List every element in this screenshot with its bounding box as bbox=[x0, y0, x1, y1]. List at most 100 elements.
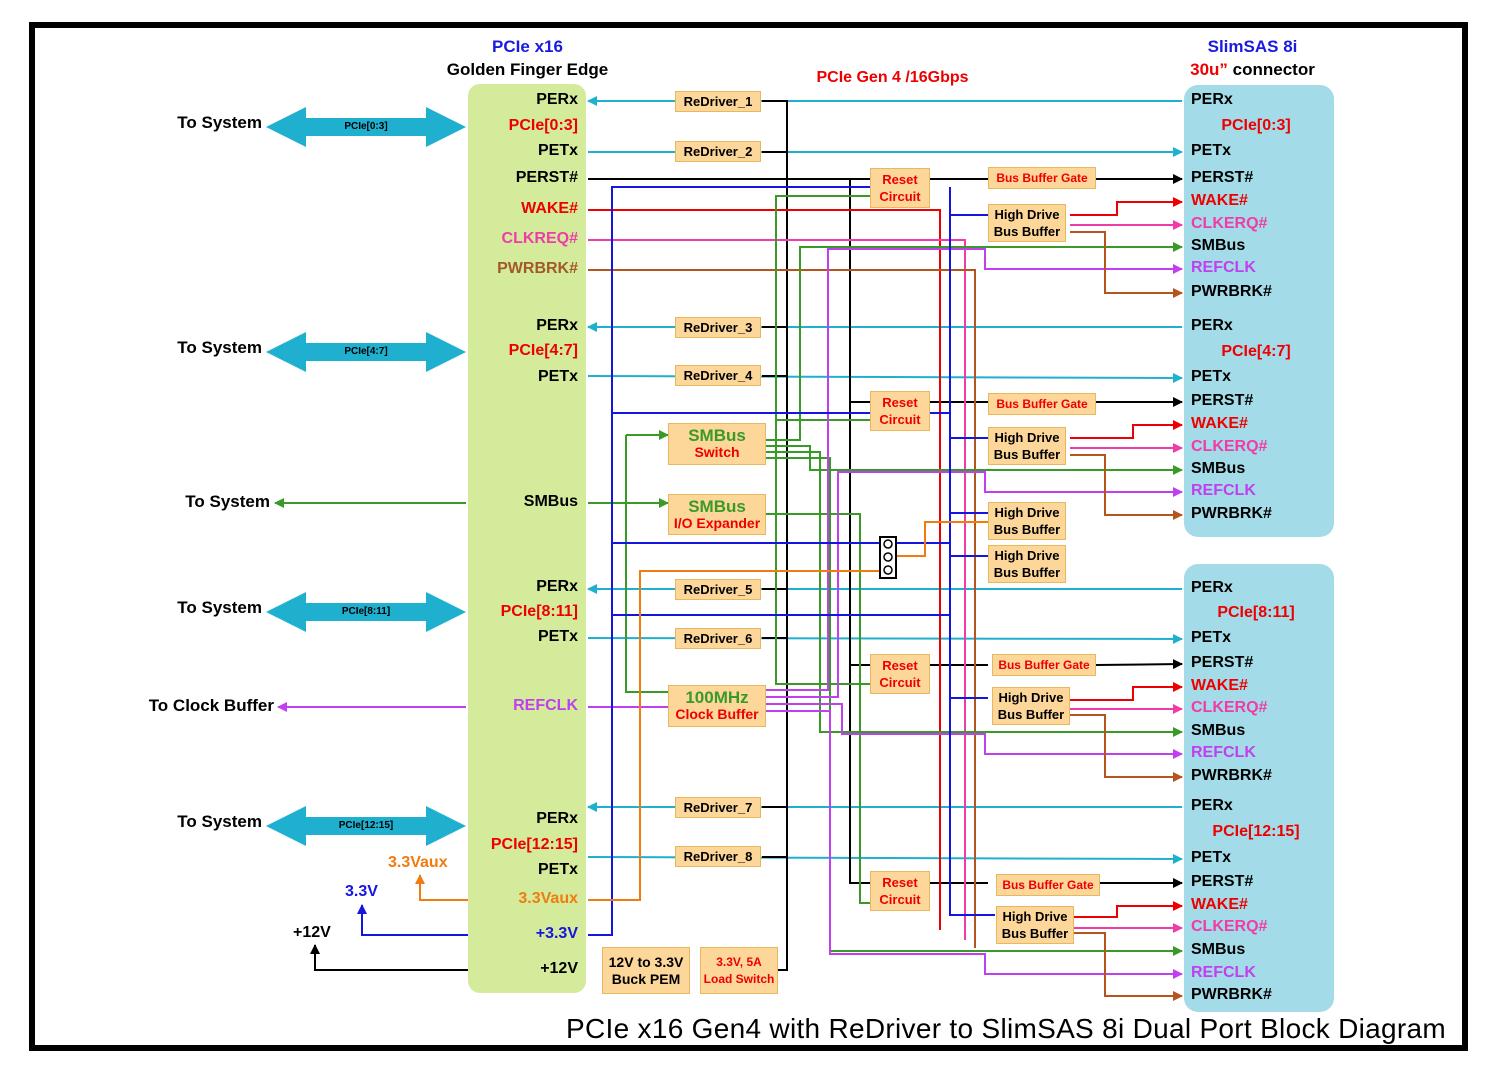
slimsas-port1-block bbox=[1184, 85, 1334, 537]
redriver-5-line1: ReDriver_5 bbox=[683, 582, 753, 597]
clock-buffer-100mhz-line2: Clock Buffer bbox=[675, 706, 759, 722]
port1-pin-wake-: WAKE# bbox=[1191, 192, 1248, 210]
reset-circuit-2-line1: Reset bbox=[882, 395, 918, 410]
port1-pin-refclk: REFCLK bbox=[1191, 482, 1256, 500]
reset-circuit-2-line2: Circuit bbox=[879, 412, 921, 427]
left-pin-perst-: PERST# bbox=[515, 169, 578, 187]
left-pin--12v: +12V bbox=[540, 960, 578, 978]
to-system-label-3: To System bbox=[177, 597, 262, 617]
port2-pin-perst-: PERST# bbox=[1191, 873, 1254, 891]
high-drive-bus-buffer-3-line1: High Drive bbox=[994, 505, 1060, 520]
port1-pin-perx: PERx bbox=[1191, 91, 1233, 109]
redriver-1: ReDriver_1 bbox=[675, 91, 761, 112]
to-system-label-2: To System bbox=[177, 337, 262, 357]
ioexp-tap bbox=[775, 195, 870, 514]
right-title-line1: SlimSAS 8i bbox=[1207, 37, 1298, 56]
port1-pin-petx: PETx bbox=[1191, 368, 1232, 386]
bus-buffer-gate-1-line1: Bus Buffer Gate bbox=[996, 170, 1088, 185]
port2-pin-refclk: REFCLK bbox=[1191, 744, 1256, 762]
jumper-pin-1 bbox=[883, 539, 893, 549]
redriver-2-line1: ReDriver_2 bbox=[683, 144, 753, 159]
redriver-3-line1: ReDriver_3 bbox=[683, 320, 753, 335]
left-pin-petx: PETx bbox=[537, 368, 578, 386]
reset-circuit-3-line2: Circuit bbox=[879, 675, 921, 690]
to-system-arrow-4 bbox=[266, 806, 466, 846]
port2-pin-petx: PETx bbox=[1191, 849, 1232, 867]
rail-3v3-label: 3.3V bbox=[345, 883, 378, 901]
redriver-8-line1: ReDriver_8 bbox=[683, 849, 753, 864]
diagram-frame bbox=[29, 22, 1468, 1051]
port2-pin-pwrbrk-: PWRBRK# bbox=[1191, 986, 1272, 1004]
to-system-label-4: To System bbox=[177, 811, 262, 831]
reset-circuit-4-line2: Circuit bbox=[879, 892, 921, 907]
redriver-8: ReDriver_8 bbox=[675, 846, 761, 867]
jumper-pin-2 bbox=[883, 552, 893, 562]
to-clock-buffer-label: To Clock Buffer bbox=[148, 695, 274, 715]
port1-pin-pwrbrk-: PWRBRK# bbox=[1191, 283, 1272, 301]
reset-circuit-3-line1: Reset bbox=[882, 658, 918, 673]
pwrbrk-bus bbox=[588, 269, 976, 948]
arrow-label-3: PCIe[8:11] bbox=[341, 605, 391, 617]
to-system-arrow-3 bbox=[266, 592, 466, 632]
rail-3v3aux-main bbox=[588, 570, 880, 901]
to-system-arrow-2 bbox=[266, 332, 466, 372]
port1-pin-wake-: WAKE# bbox=[1191, 415, 1248, 433]
left-pin-pcie-0-3-: PCIe[0:3] bbox=[508, 117, 578, 135]
port2-pin-clkerq-: CLKERQ# bbox=[1191, 699, 1268, 717]
redriver-6-line1: ReDriver_6 bbox=[683, 631, 753, 646]
arrow-label-4: PCIe[12:15] bbox=[338, 819, 394, 831]
port2-pin-perx: PERx bbox=[1191, 579, 1233, 597]
redriver-1-line1: ReDriver_1 bbox=[683, 94, 753, 109]
high-drive-bus-buffer-5-line2: Bus Buffer bbox=[997, 707, 1065, 722]
port1-pcie-group: PCIe[4:7] bbox=[1221, 343, 1291, 361]
port2-pin-smbus: SMBus bbox=[1191, 941, 1246, 959]
port2-pcie-group: PCIe[8:11] bbox=[1217, 604, 1295, 622]
port1-pin-refclk: REFCLK bbox=[1191, 259, 1256, 277]
pwrbrk-out-1 bbox=[1070, 454, 1183, 520]
bus-buffer-gate-4: Bus Buffer Gate bbox=[996, 874, 1100, 896]
high-drive-bus-buffer-1-line1: High Drive bbox=[994, 207, 1060, 222]
redriver-2: ReDriver_2 bbox=[675, 141, 761, 162]
redriver-7: ReDriver_7 bbox=[675, 797, 761, 818]
buck-pem-line2: Buck PEM bbox=[611, 970, 681, 987]
rail-12v-label: +12V bbox=[293, 924, 331, 942]
redriver-3: ReDriver_3 bbox=[675, 317, 761, 338]
bus-buffer-gate-3-line1: Bus Buffer Gate bbox=[998, 657, 1090, 672]
pwrbrk-out-3 bbox=[1070, 932, 1183, 1001]
buck-pem-line1: 12V to 3.3V bbox=[608, 953, 684, 970]
port2-pin-wake-: WAKE# bbox=[1191, 896, 1248, 914]
left-pin-perx: PERx bbox=[536, 317, 578, 335]
reset-circuit-1-line2: Circuit bbox=[879, 189, 921, 204]
port1-pin-perst-: PERST# bbox=[1191, 169, 1254, 187]
smbus-io-expander-line2: I/O Expander bbox=[673, 514, 761, 531]
smbus-switch-line2: Switch bbox=[694, 444, 740, 460]
port1-pin-smbus: SMBus bbox=[1191, 237, 1246, 255]
port1-pin-clkerq-: CLKERQ# bbox=[1191, 438, 1268, 456]
refclk-port-3 bbox=[765, 710, 1183, 979]
pcie-golden-finger-block bbox=[468, 84, 586, 993]
clkreq-bus bbox=[588, 239, 966, 940]
port2-pin-smbus: SMBus bbox=[1191, 722, 1246, 740]
to-system-label-1: To System bbox=[177, 112, 262, 132]
left-pin-pcie-12-15-: PCIe[12:15] bbox=[490, 836, 578, 854]
left-pin-smbus: SMBus bbox=[523, 493, 578, 511]
jumper-out bbox=[897, 521, 988, 557]
left-pin-pcie-4-7-: PCIe[4:7] bbox=[508, 342, 578, 360]
port2-pin-perx: PERx bbox=[1191, 797, 1233, 815]
left-pin-petx: PETx bbox=[537, 628, 578, 646]
left-title-line2: Golden Finger Edge bbox=[446, 60, 609, 79]
high-drive-bus-buffer-1-line2: Bus Buffer bbox=[993, 224, 1061, 239]
pwrbrk-out-2 bbox=[1070, 714, 1183, 782]
left-pin-refclk: REFCLK bbox=[513, 697, 578, 715]
high-drive-bus-buffer-4-line1: High Drive bbox=[994, 548, 1060, 563]
left-title-line1: PCIe x16 bbox=[492, 37, 563, 56]
ioexp-tap bbox=[775, 419, 870, 514]
